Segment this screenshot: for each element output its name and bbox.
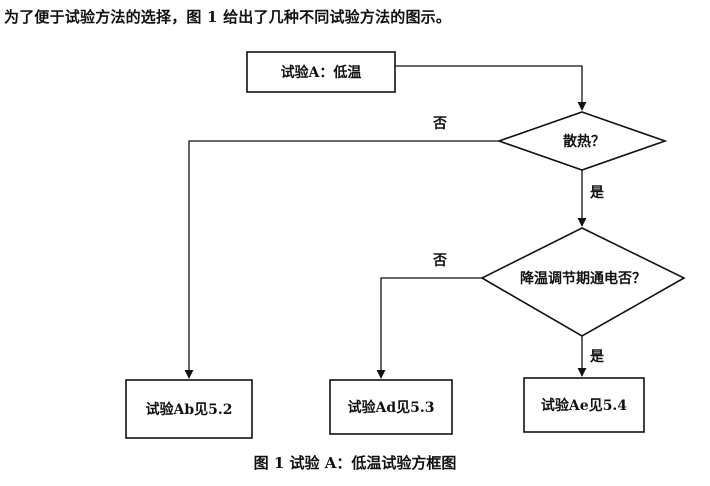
result-ab-box [125, 379, 253, 439]
edge-power-no-label: 否 [432, 253, 447, 269]
edge-heat-no-label: 否 [432, 116, 447, 132]
result-ad-label: 试验Ad见5.3 [347, 399, 434, 416]
intro-text: 为了便于试验方法的选择，图 1 给出了几种不同试验方法的图示。 [4, 8, 452, 26]
result-ae-label: 试验Ae见5.4 [541, 397, 627, 414]
result-ad-box [329, 379, 453, 435]
edge-heat-no [184, 140, 499, 379]
edge-start-to-heat [395, 65, 587, 111]
result-ae-box [523, 377, 645, 433]
edge-power-yes-label: 是 [590, 349, 605, 365]
start-box [246, 51, 396, 93]
edge-heat-yes-label: 是 [590, 185, 605, 201]
start-label: 试验A：低温 [281, 64, 362, 81]
figure-caption: 图 1 试验 A：低温试验方框图 [253, 454, 457, 472]
decision-power-label: 降温调节期通电否？ [520, 270, 646, 287]
edge-power-no [376, 277, 482, 379]
result-ab-label: 试验Ab见5.2 [145, 401, 232, 418]
decision-heat-label: 散热？ [563, 133, 605, 150]
